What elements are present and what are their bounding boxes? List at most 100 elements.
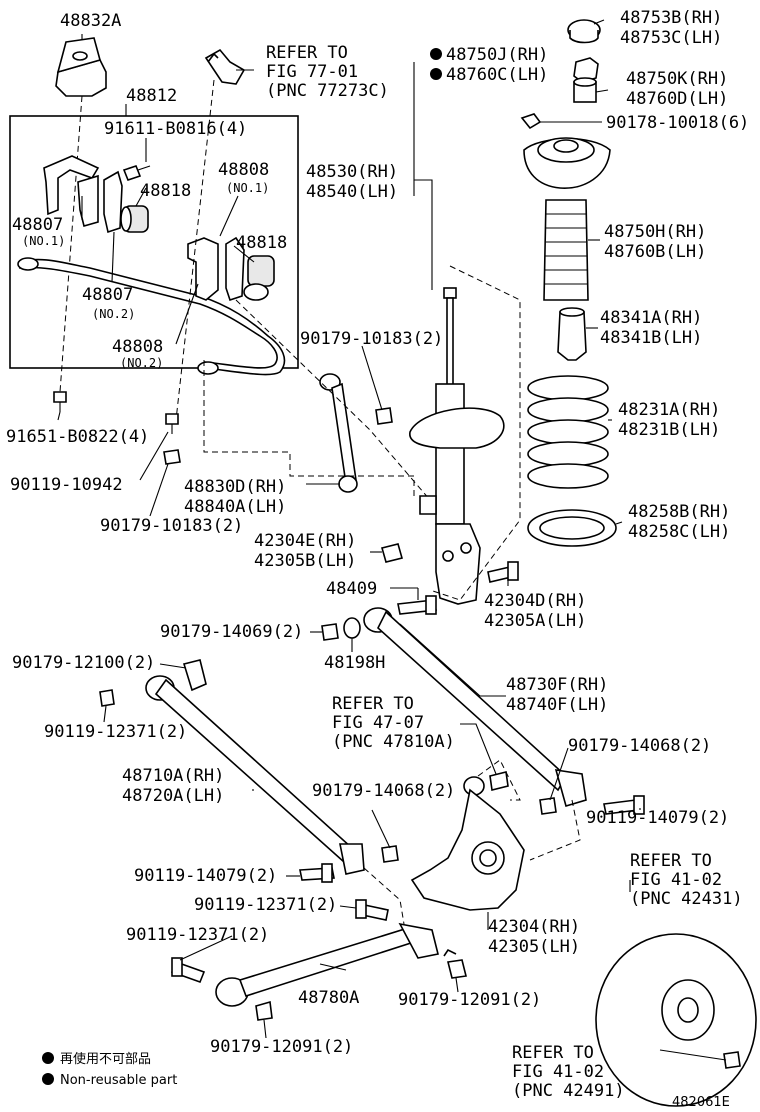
label-48258B: 48258B(RH) <box>628 502 730 522</box>
coil-spring-drawing <box>527 375 609 489</box>
dust-boot-drawing <box>543 199 589 301</box>
nut-90119-12371-upper-drawing <box>99 689 115 707</box>
label-90119-12371-a: 90119-12371(2) <box>44 722 187 742</box>
nut-90179-10183-b-drawing <box>163 449 181 465</box>
label-48808-no1: 48808 <box>218 160 269 180</box>
bracket-48832A-drawing <box>55 37 107 97</box>
label-90179-10183-b: 90179-10183(2) <box>100 516 243 536</box>
bolt-91651-drawing <box>53 391 67 412</box>
refer-fig41b-l2: FIG 41-02 <box>512 1062 604 1082</box>
legend-marker-jp <box>42 1052 54 1064</box>
label-42304E: 42304E(RH) <box>254 531 356 551</box>
bolt-90119-12371-left-drawing <box>170 957 206 984</box>
label-90178: 90178-10018(6) <box>606 113 749 133</box>
label-48808-no2: 48808 <box>112 337 163 357</box>
label-42305B: 42305B(LH) <box>254 551 356 571</box>
label-48753C: 48753C(LH) <box>620 28 722 48</box>
non-reusable-marker-48760C <box>430 68 442 80</box>
legend-text-jp: 再使用不可部品 <box>60 1051 151 1067</box>
label-42304: 42304(RH) <box>488 917 580 937</box>
label-48710A: 48710A(RH) <box>122 766 224 786</box>
label-48760D: 48760D(LH) <box>626 89 728 109</box>
label-90119-10942: 90119-10942 <box>10 475 123 495</box>
label-90179-12100: 90179-12100(2) <box>12 653 155 673</box>
label-48720A: 48720A(LH) <box>122 786 224 806</box>
image-code: 482061E <box>672 1095 730 1110</box>
label-48750H: 48750H(RH) <box>604 222 706 242</box>
label-48818-a: 48818 <box>140 181 191 201</box>
label-48760B: 48760B(LH) <box>604 242 706 262</box>
label-48341A: 48341A(RH) <box>600 308 702 328</box>
washer-48198H-drawing <box>343 617 361 639</box>
label-48730F: 48730F(RH) <box>506 675 608 695</box>
hub-bolt-drawing <box>723 1051 741 1069</box>
label-90179-12091-a: 90179-12091(2) <box>398 990 541 1010</box>
label-48198H: 48198H <box>324 653 385 673</box>
nut-90179-12091-left-drawing <box>255 1000 273 1021</box>
label-48807-no2: 48807 <box>82 285 133 305</box>
label-90179-12091-b: 90179-12091(2) <box>210 1037 353 1057</box>
label-48812: 48812 <box>126 86 177 106</box>
bushing-48818-b-drawing <box>243 255 275 301</box>
label-48780A: 48780A <box>298 988 359 1008</box>
label-48807-no1-note: (NO.1) <box>22 234 65 248</box>
bolt-90179-14068-mid-drawing <box>489 771 509 791</box>
refer-fig41a-l2: FIG 41-02 <box>630 870 722 890</box>
refer-fig47-l1: REFER TO <box>332 694 414 714</box>
label-90179-10183-a: 90179-10183(2) <box>300 329 443 349</box>
label-48409: 48409 <box>326 579 377 599</box>
refer-fig41a-l3: (PNC 42431) <box>630 889 743 909</box>
control-arm-48730F-drawing <box>363 607 587 808</box>
refer-fig41b-l3: (PNC 42491) <box>512 1081 625 1101</box>
nut-90179-14069-drawing <box>321 623 339 641</box>
nut-90179-14068-left-drawing <box>381 845 399 863</box>
label-48808-no1-note: (NO.1) <box>226 181 269 195</box>
bolt-90119-14079-left-drawing <box>299 863 335 883</box>
legend-marker-en <box>42 1073 54 1085</box>
collar-48750K-drawing <box>573 77 597 103</box>
bolt-90119-12371-mid-drawing <box>355 899 389 921</box>
label-48341B: 48341B(LH) <box>600 328 702 348</box>
label-48740F: 48740F(LH) <box>506 695 608 715</box>
label-48818-b: 48818 <box>236 233 287 253</box>
refer-fig47-l2: FIG 47-07 <box>332 713 424 733</box>
stabilizer-link-drawing <box>319 373 358 493</box>
label-42304D: 42304D(RH) <box>484 591 586 611</box>
label-48530: 48530(RH) <box>306 162 398 182</box>
label-90119-14079-b: 90119-14079(2) <box>134 866 277 886</box>
nut-90178-drawing <box>520 113 542 130</box>
label-48258C: 48258C(LH) <box>628 522 730 542</box>
label-90179-14069: 90179-14069(2) <box>160 622 303 642</box>
label-48832A: 48832A <box>60 11 121 31</box>
clip-77273C-drawing <box>204 48 246 85</box>
bushing-48818-a-drawing <box>120 205 149 233</box>
label-48830D: 48830D(RH) <box>184 477 286 497</box>
nut-90179-14068-right-drawing <box>539 797 557 815</box>
label-90119-12371-b: 90119-12371(2) <box>194 895 337 915</box>
label-48750J: 48750J(RH) <box>446 45 548 65</box>
label-90119-14079-a: 90119-14079(2) <box>586 808 729 828</box>
refer-fig77-l1: REFER TO <box>266 43 348 63</box>
label-42305A: 42305A(LH) <box>484 611 586 631</box>
label-48540: 48540(LH) <box>306 182 398 202</box>
label-48753B: 48753B(RH) <box>620 8 722 28</box>
nut-90179-10183-a-drawing <box>375 407 393 425</box>
nut-48750J-drawing <box>573 57 599 83</box>
label-91611: 91611-B0816(4) <box>104 119 247 139</box>
bolt-90119-14079-right-drawing <box>603 795 645 815</box>
brake-disc-drawing <box>595 933 757 1107</box>
stabilizer-group-box <box>9 115 299 369</box>
label-48840A: 48840A(LH) <box>184 497 286 517</box>
nut-42304E-drawing <box>381 543 403 563</box>
label-48750K: 48750K(RH) <box>626 69 728 89</box>
refer-fig77-l3: (PNC 77273C) <box>266 81 389 101</box>
label-48231A: 48231A(RH) <box>618 400 720 420</box>
bracket-48808-no1-drawing <box>187 236 245 302</box>
bump-stopper-drawing <box>557 307 587 361</box>
nut-90179-12091-right-drawing <box>443 948 467 979</box>
bolt-90119-10942-drawing <box>165 413 179 434</box>
refer-fig77-l2: FIG 77-01 <box>266 62 358 82</box>
bolt-91611-drawing <box>122 165 151 181</box>
stabilizer-bar-drawing <box>17 257 286 376</box>
